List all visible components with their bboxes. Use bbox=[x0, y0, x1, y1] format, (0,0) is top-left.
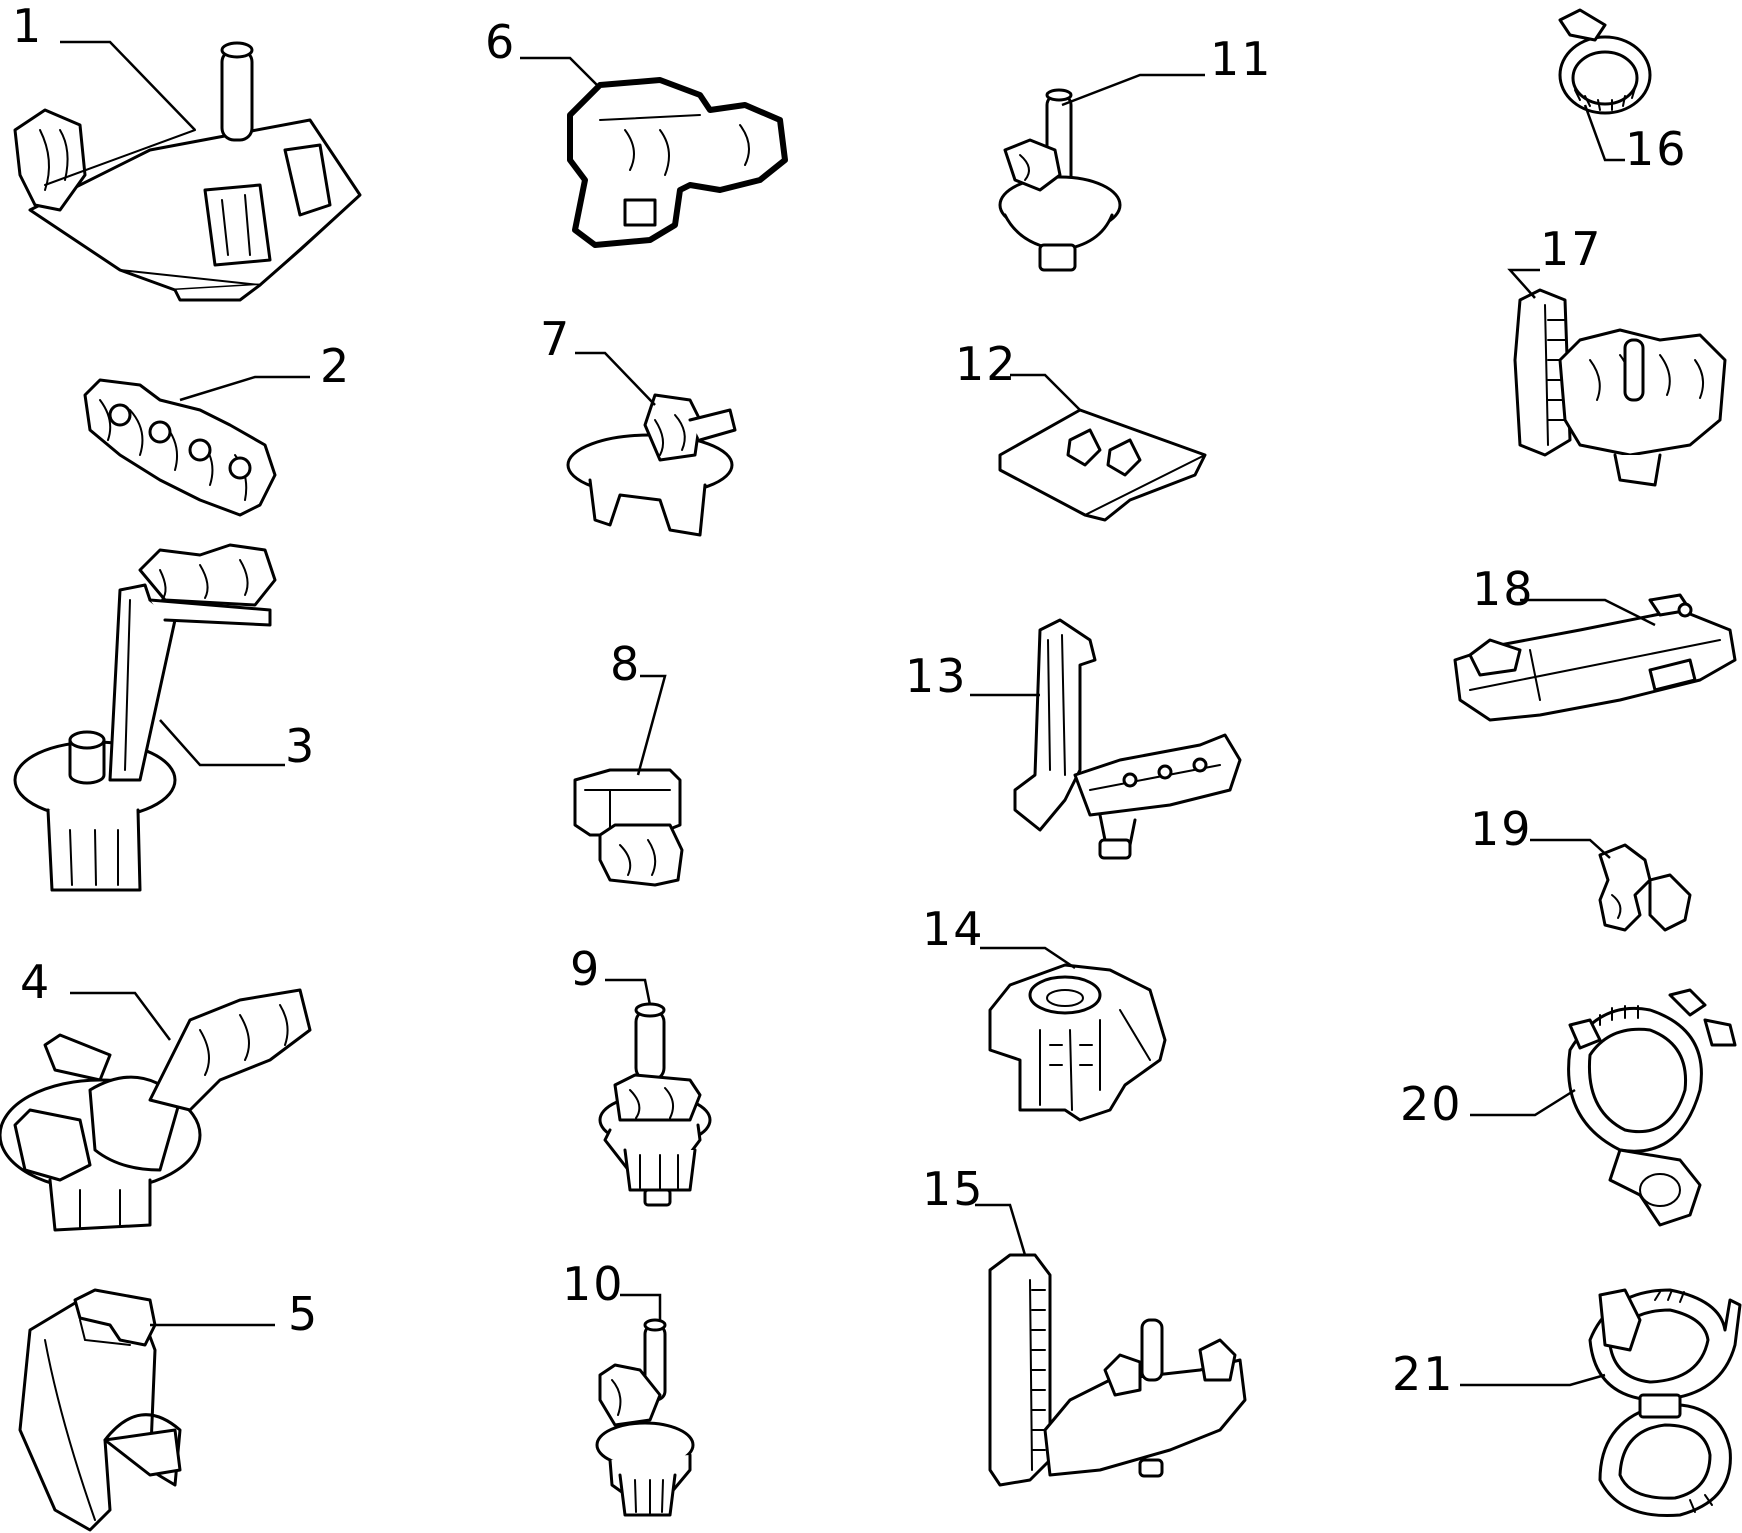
leader-line-3 bbox=[159, 719, 285, 767]
part-6-double-block-clip-icon bbox=[567, 77, 788, 248]
part-1-mounting-plate-clip-icon bbox=[13, 41, 362, 302]
callout-label-8: 8 bbox=[610, 637, 641, 691]
callout-label-13: 13 bbox=[905, 649, 968, 703]
part-10-stud-clip-small-icon bbox=[595, 1318, 695, 1517]
callout-label-16: 16 bbox=[1625, 122, 1688, 176]
part-8-block-clip-icon bbox=[573, 768, 684, 887]
part-3-arm-bracket-clip-icon bbox=[13, 543, 277, 892]
leader-line-10 bbox=[620, 1293, 662, 1320]
callout-label-2: 2 bbox=[320, 339, 351, 393]
callout-label-4: 4 bbox=[20, 955, 51, 1009]
part-11-disc-stud-clip-icon bbox=[998, 88, 1122, 272]
part-21-double-ring-clip-icon bbox=[1588, 1288, 1742, 1518]
leader-line-1 bbox=[60, 40, 196, 131]
part-9-stud-clip-icon bbox=[598, 1002, 712, 1207]
callout-label-14: 14 bbox=[922, 902, 985, 956]
leader-line-4 bbox=[70, 991, 172, 1041]
callout-label-1: 1 bbox=[12, 0, 43, 53]
part-18-rail-clip-icon bbox=[1453, 593, 1737, 722]
leader-line-20 bbox=[1470, 1088, 1576, 1117]
leader-line-12 bbox=[1010, 373, 1081, 411]
part-15-comb-bracket-clip-icon bbox=[988, 1253, 1247, 1487]
callout-label-17: 17 bbox=[1540, 222, 1603, 276]
leader-line-15 bbox=[975, 1203, 1027, 1256]
leader-line-21 bbox=[1460, 1373, 1606, 1387]
part-4-disc-base-clip-icon bbox=[0, 988, 312, 1232]
leader-line-17 bbox=[1507, 268, 1540, 299]
callout-label-20: 20 bbox=[1400, 1077, 1463, 1131]
callout-label-19: 19 bbox=[1470, 802, 1533, 856]
leader-line-7 bbox=[575, 351, 656, 406]
callout-label-21: 21 bbox=[1392, 1347, 1455, 1401]
leader-line-11 bbox=[1061, 73, 1205, 107]
part-2-multi-pipe-clip-icon bbox=[83, 378, 277, 517]
leader-line-2 bbox=[179, 375, 310, 402]
leader-line-14 bbox=[980, 946, 1076, 970]
leader-line-9 bbox=[605, 978, 652, 1006]
callout-label-6: 6 bbox=[485, 15, 516, 69]
callout-label-10: 10 bbox=[562, 1257, 625, 1311]
callout-label-11: 11 bbox=[1210, 32, 1273, 86]
leader-line-6 bbox=[520, 56, 601, 89]
callout-label-9: 9 bbox=[570, 942, 601, 996]
part-5-u-clip-icon bbox=[18, 1288, 182, 1532]
leader-line-1-ext bbox=[44, 129, 196, 186]
callout-label-15: 15 bbox=[922, 1162, 985, 1216]
leader-line-8 bbox=[636, 674, 667, 776]
part-14-cup-clip-icon bbox=[988, 963, 1167, 1122]
leader-line-19 bbox=[1530, 838, 1611, 859]
part-17-comb-multi-clip-icon bbox=[1513, 288, 1727, 487]
callout-label-18: 18 bbox=[1472, 562, 1535, 616]
leader-line-18 bbox=[1520, 598, 1656, 627]
part-16-hose-clamp-icon bbox=[1558, 8, 1652, 115]
callout-label-5: 5 bbox=[288, 1287, 319, 1341]
part-7-push-pin-clip-icon bbox=[566, 393, 737, 537]
part-12-tray-clip-icon bbox=[998, 408, 1207, 522]
part-20-ratchet-ring-clip-icon bbox=[1567, 988, 1737, 1227]
callout-label-12: 12 bbox=[955, 337, 1018, 391]
part-13-l-bracket-clip-icon bbox=[1013, 618, 1242, 860]
callout-label-7: 7 bbox=[540, 312, 571, 366]
part-19-small-p-clip-icon bbox=[1598, 843, 1692, 932]
leader-line-16 bbox=[1583, 104, 1625, 162]
callout-label-3: 3 bbox=[285, 719, 316, 773]
